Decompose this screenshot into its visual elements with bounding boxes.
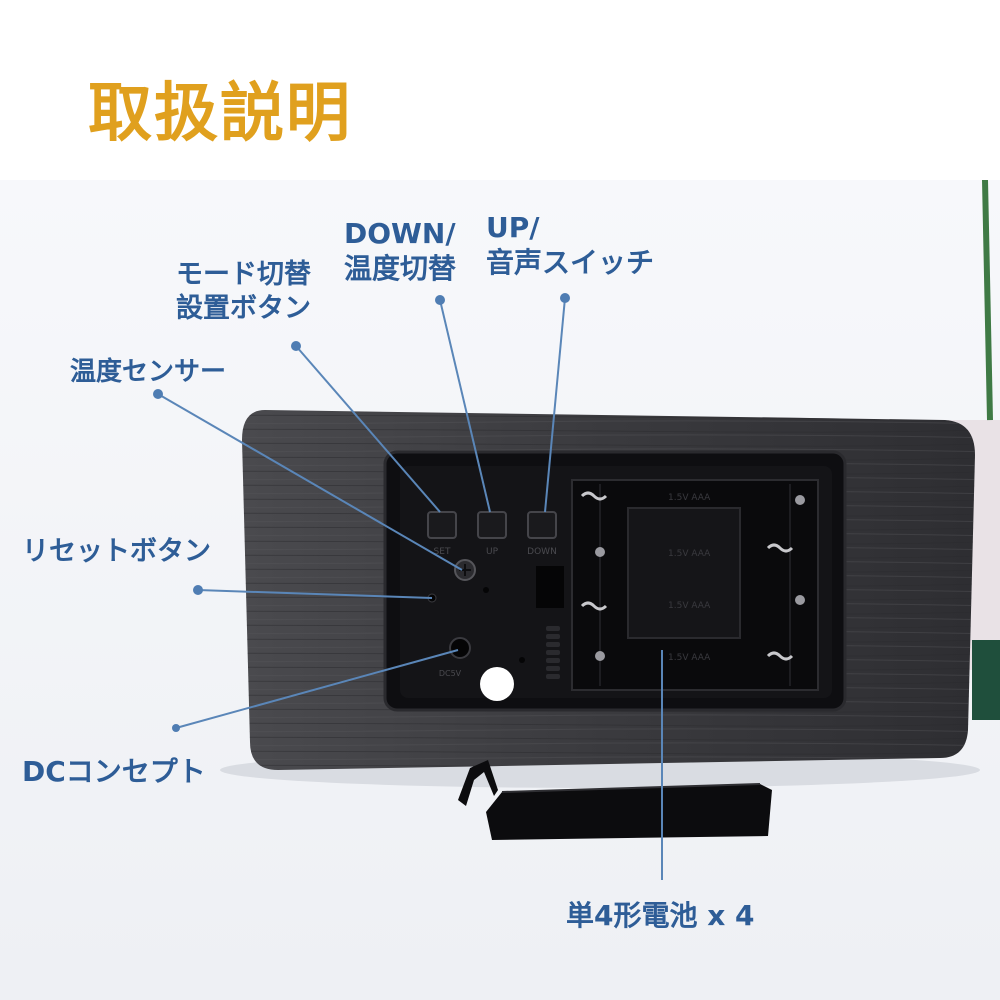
dc-marking: DC5V [439,669,462,678]
switch-recess [536,566,564,608]
label-down-button: DOWN/ 温度切替 [344,216,456,286]
battery-cover [486,783,772,840]
label-mode-button: モード切替 設置ボタン [176,258,311,326]
label-reset-button: リセットボタン [22,536,211,567]
label-dc-concept: DCコンセプト [22,755,206,788]
background-object-green [972,640,1000,720]
dc-jack [449,637,471,659]
down-marking: DOWN [527,547,557,557]
clock-stand [458,760,498,806]
light-sensor [480,667,514,701]
label-battery: 単4形電池 x 4 [566,899,755,932]
battery-compartment: 1.5V AAA 1.5V AAA 1.5V AAA 1.5V AAA [571,479,819,691]
label-mode-line2: 設置ボタン [176,292,311,324]
panel-buttons: SET UP DOWN [427,511,557,557]
svg-text:1.5V AAA: 1.5V AAA [668,653,711,663]
svg-text:1.5V AAA: 1.5V AAA [668,493,711,503]
label-up-line2: 音声スイッチ [486,246,655,279]
label-up-line1: UP/ [486,211,540,244]
label-temperature-sensor: 温度センサー [70,357,227,387]
down-button[interactable] [527,511,557,539]
background-stem [982,179,993,421]
set-marking: SET [434,547,451,557]
small-hole-2 [519,657,525,663]
up-marking: UP [486,547,499,557]
label-down-line2: 温度切替 [344,252,457,285]
label-down-line1: DOWN/ [344,217,456,250]
label-up-button: UP/ 音声スイッチ [486,210,654,280]
leader-lines [157,297,663,880]
page-title: 取扱説明 [88,77,352,151]
set-button[interactable] [427,511,457,539]
small-hole [483,587,489,593]
leader-dots [153,293,570,732]
label-mode-line1: モード切替 [176,259,311,290]
svg-text:1.5V AAA: 1.5V AAA [668,549,711,559]
up-button[interactable] [477,511,507,539]
speaker-grille [546,626,560,679]
svg-text:1.5V AAA: 1.5V AAA [668,601,711,611]
